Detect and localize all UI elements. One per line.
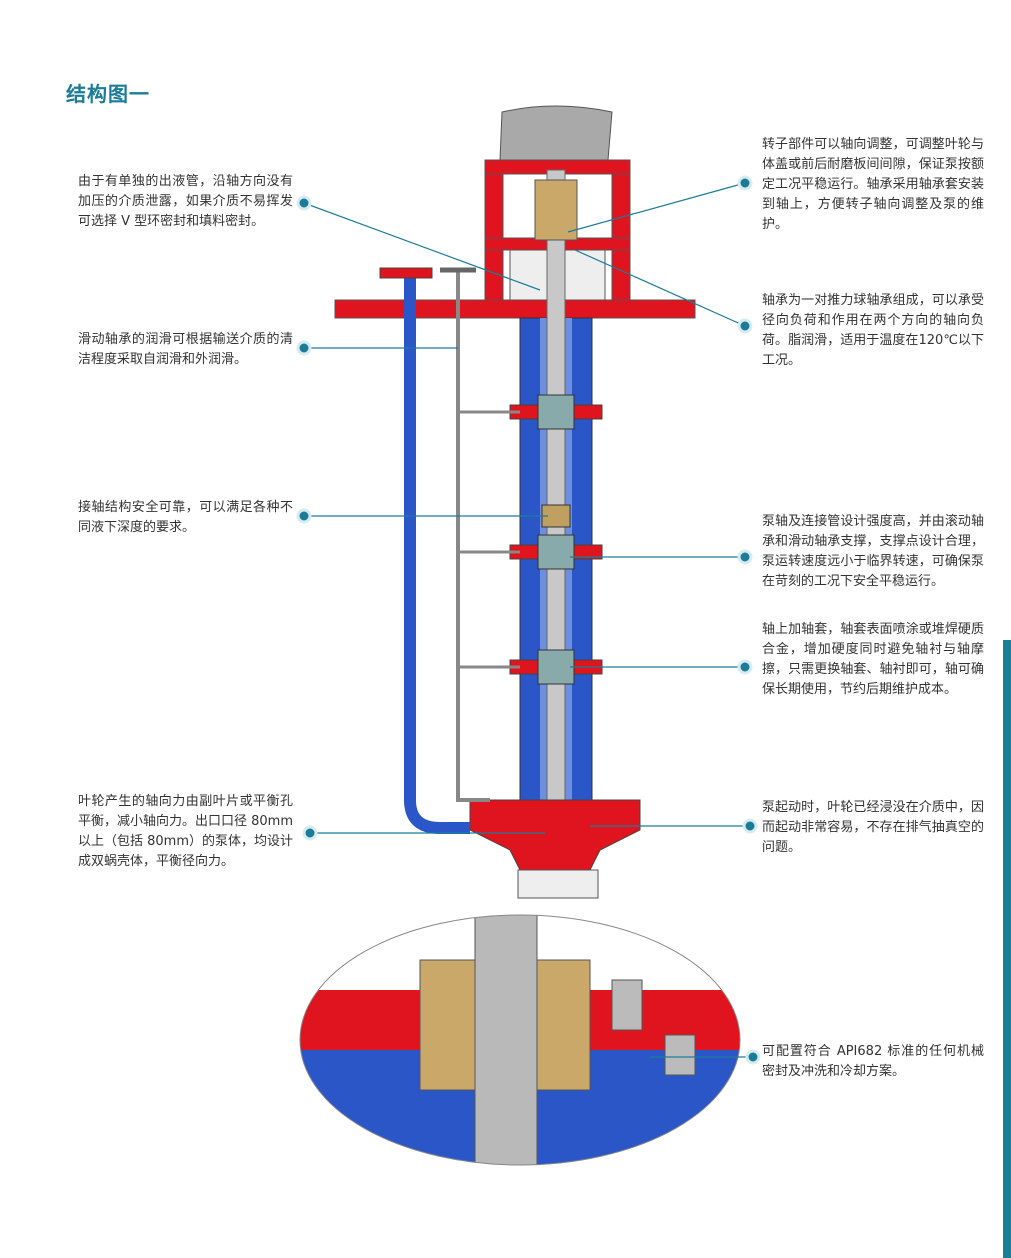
motor <box>499 105 613 161</box>
lube-line <box>456 270 490 802</box>
note-coupling: 接轴结构安全可靠，可以满足各种不同液下深度的要求。 <box>78 500 293 535</box>
leader-lines <box>303 182 750 1058</box>
note-startup: 泵起动时，叶轮已经浸没在介质中，因而起动非常容易，不存在排气抽真空的问题。 <box>762 800 984 855</box>
discharge-pipe <box>404 275 470 834</box>
note-shaft: 泵轴及连接管设计强度高，并由滚动轴承和滑动轴承支撑，支撑点设计合理，泵运转速度远… <box>762 514 984 589</box>
pump-casing <box>469 799 641 871</box>
page-title: 结构图一 <box>66 82 150 106</box>
seal-detail-view <box>300 915 740 1165</box>
note-api682: 可配置符合 API682 标准的任何机械密封及冲洗和冷却方案。 <box>762 1044 984 1079</box>
page-edge-bar <box>1003 640 1011 1258</box>
note-sleeve: 轴上加轴套，轴套表面喷涂或堆焊硬质合金，增加硬度同时避免轴衬与轴摩擦，只需更换轴… <box>762 622 984 697</box>
mounting-plate <box>334 299 696 319</box>
shaft <box>546 169 566 831</box>
note-seal: 由于有单独的出液管，沿轴方向没有加压的介质泄露，如果介质不易挥发可选择 V 型环… <box>78 174 293 229</box>
note-lubrication: 滑动轴承的润滑可根据输送介质的清洁程度采取自润滑和外润滑。 <box>78 332 293 367</box>
callout-dots <box>296 175 761 1065</box>
note-rotor: 转子部件可以轴向调整，可调整叶轮与体盖或前后耐磨板间间隙，保证泵按额定工况平稳运… <box>762 137 984 232</box>
note-bearing: 轴承为一对推力球轴承组成，可以承受径向负荷和作用在两个方向的轴向负荷。脂润滑，适… <box>762 293 984 368</box>
note-impeller: 叶轮产生的轴向力由副叶片或平衡孔平衡，减小轴向力。出口口径 80mm 以上（包括… <box>78 794 294 869</box>
